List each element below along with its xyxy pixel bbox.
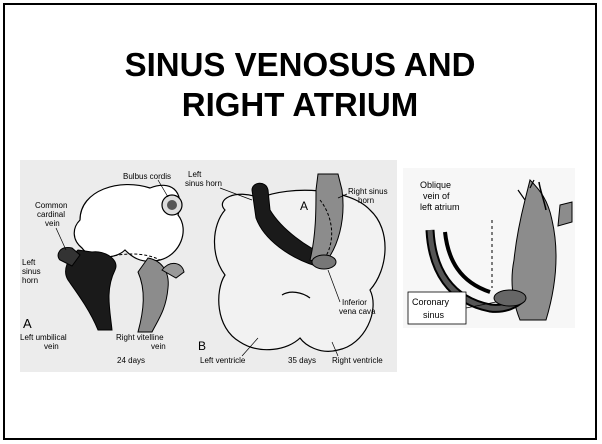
figure-svg: Bulbus cordis Common cardinal vein Left … xyxy=(20,160,577,372)
label-ivc-2: vena cava xyxy=(339,307,376,316)
heart-outline-b xyxy=(214,190,385,351)
panel-a-letter: A xyxy=(23,316,32,331)
label-age-24: 24 days xyxy=(117,356,145,365)
bulbus-cordis-lumen xyxy=(167,200,177,210)
svc-stub xyxy=(558,202,572,226)
label-coronary-1: Coronary xyxy=(412,297,450,307)
label-age-35: 35 days xyxy=(288,356,316,365)
panel-b-letter-b: B xyxy=(198,339,206,353)
label-right-ventricle: Right ventricle xyxy=(332,356,383,365)
label-left-sinus-horn-a-2: sinus xyxy=(22,267,41,276)
label-oblique-3: left atrium xyxy=(420,202,460,212)
label-left-umbilical-1: Left umbilical xyxy=(20,333,67,342)
label-right-vitelline-2: vein xyxy=(151,342,166,351)
label-left-umbilical-2: vein xyxy=(44,342,59,351)
label-left-ventricle: Left ventricle xyxy=(200,356,246,365)
coronary-sinus-opening xyxy=(494,290,526,306)
label-left-sinus-horn-a-1: Left xyxy=(22,258,36,267)
label-left-sinus-b-2: sinus horn xyxy=(185,179,222,188)
label-ivc-1: Inferior xyxy=(342,298,367,307)
label-oblique-1: Oblique xyxy=(420,180,451,190)
label-left-sinus-horn-a-3: horn xyxy=(22,276,38,285)
title-line-2: RIGHT ATRIUM xyxy=(5,85,595,125)
label-right-sinus-b-1: Right sinus xyxy=(348,187,388,196)
label-coronary-2: sinus xyxy=(423,310,445,320)
panel-b-letter-a: A xyxy=(300,199,308,213)
label-common-cardinal-2: cardinal xyxy=(37,210,65,219)
slide-title: SINUS VENOSUS AND RIGHT ATRIUM xyxy=(5,45,595,125)
label-common-cardinal-3: vein xyxy=(45,219,60,228)
label-right-sinus-b-2: horn xyxy=(358,196,374,205)
title-line-1: SINUS VENOSUS AND xyxy=(5,45,595,85)
label-right-vitelline-1: Right vitelline xyxy=(116,333,164,342)
label-common-cardinal-1: Common xyxy=(35,201,67,210)
label-oblique-2: vein of xyxy=(423,191,450,201)
embryology-figure: Bulbus cordis Common cardinal vein Left … xyxy=(20,160,577,372)
label-left-sinus-b-1: Left xyxy=(188,170,202,179)
inferior-vena-cava-opening xyxy=(312,255,336,269)
label-bulbus-cordis: Bulbus cordis xyxy=(123,172,171,181)
